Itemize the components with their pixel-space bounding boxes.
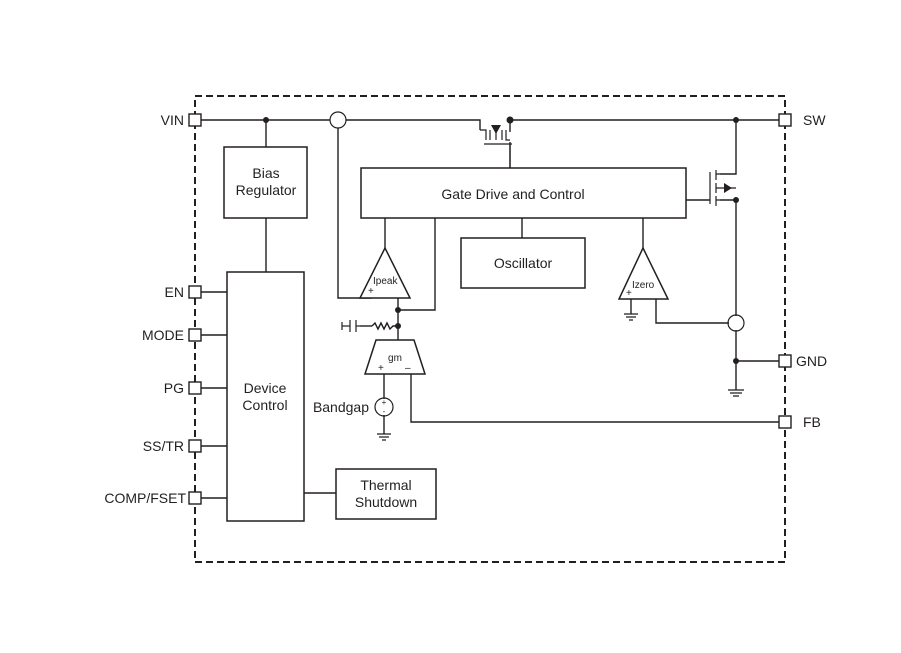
- gm-label: gm: [388, 353, 402, 364]
- junction-dot: [733, 358, 739, 364]
- junction-dot: [733, 197, 739, 203]
- thermal-shutdown-block: [335, 468, 437, 520]
- pin-ss-tr: [188, 439, 202, 453]
- pin-fb: [778, 415, 792, 429]
- junction-dot: [395, 307, 401, 313]
- low-side-mosfet-icon: [709, 170, 736, 206]
- pin-pg: [188, 381, 202, 395]
- izero-comparator: Izero +: [617, 246, 670, 300]
- gm-amplifier: gm + –: [363, 339, 427, 375]
- current-sense-icon: [329, 111, 347, 129]
- minus-sign: –: [405, 363, 411, 374]
- current-sense-icon: [727, 314, 745, 332]
- ground-icon: [728, 389, 744, 397]
- junction-dot: [506, 116, 514, 124]
- pin-label-ss-tr: SS/TR: [143, 438, 184, 454]
- pin-label-mode: MODE: [142, 327, 184, 343]
- junction-dot: [263, 117, 269, 123]
- ground-icon: [624, 313, 638, 321]
- bias-regulator-label: Regulator: [236, 182, 297, 198]
- ground-icon: [377, 433, 391, 441]
- plus-sign: +: [368, 286, 374, 297]
- plus-sign: +: [378, 363, 384, 374]
- gate-drive-block: [360, 167, 687, 219]
- pin-mode: [188, 328, 202, 342]
- device-control-label: Control: [242, 397, 287, 413]
- bandgap-source-icon: + -: [374, 397, 394, 417]
- pin-label-vin: VIN: [161, 112, 184, 128]
- pin-vin: [188, 113, 202, 127]
- thermal-shutdown-label: Thermal: [360, 477, 411, 493]
- pin-en: [188, 285, 202, 299]
- compensation-capacitor-icon: [341, 320, 360, 332]
- plus-sign: +: [626, 288, 632, 299]
- svg-text:+: +: [382, 398, 387, 407]
- pin-label-pg: PG: [164, 380, 184, 396]
- pin-label-fb: FB: [803, 414, 821, 430]
- ipeak-label: Ipeak: [373, 276, 398, 287]
- pin-label-sw: SW: [803, 112, 826, 128]
- pin-comp-fset: [188, 491, 202, 505]
- pin-label-gnd: GND: [796, 353, 827, 369]
- high-side-mosfet-icon: [480, 125, 512, 168]
- device-control-label: Device: [244, 380, 287, 396]
- bias-regulator-label: Bias: [252, 165, 279, 181]
- ipeak-comparator: Ipeak +: [358, 246, 412, 299]
- bandgap-label: Bandgap: [313, 399, 369, 415]
- oscillator-label: Oscillator: [494, 255, 553, 271]
- oscillator-block: [460, 237, 586, 289]
- pin-label-en: EN: [165, 284, 184, 300]
- gate-drive-label: Gate Drive and Control: [441, 186, 584, 202]
- thermal-shutdown-label: Shutdown: [355, 494, 417, 510]
- pin-gnd: [778, 354, 792, 368]
- wiring: [201, 119, 779, 499]
- izero-label: Izero: [632, 280, 655, 291]
- pin-label-comp-fset: COMP/FSET: [104, 490, 186, 506]
- device-control-block: [226, 271, 305, 522]
- pin-sw: [778, 113, 792, 127]
- junction-dot: [733, 117, 739, 123]
- bias-regulator-block: [223, 146, 308, 219]
- svg-text:-: -: [383, 407, 386, 416]
- junction-dot: [395, 323, 401, 329]
